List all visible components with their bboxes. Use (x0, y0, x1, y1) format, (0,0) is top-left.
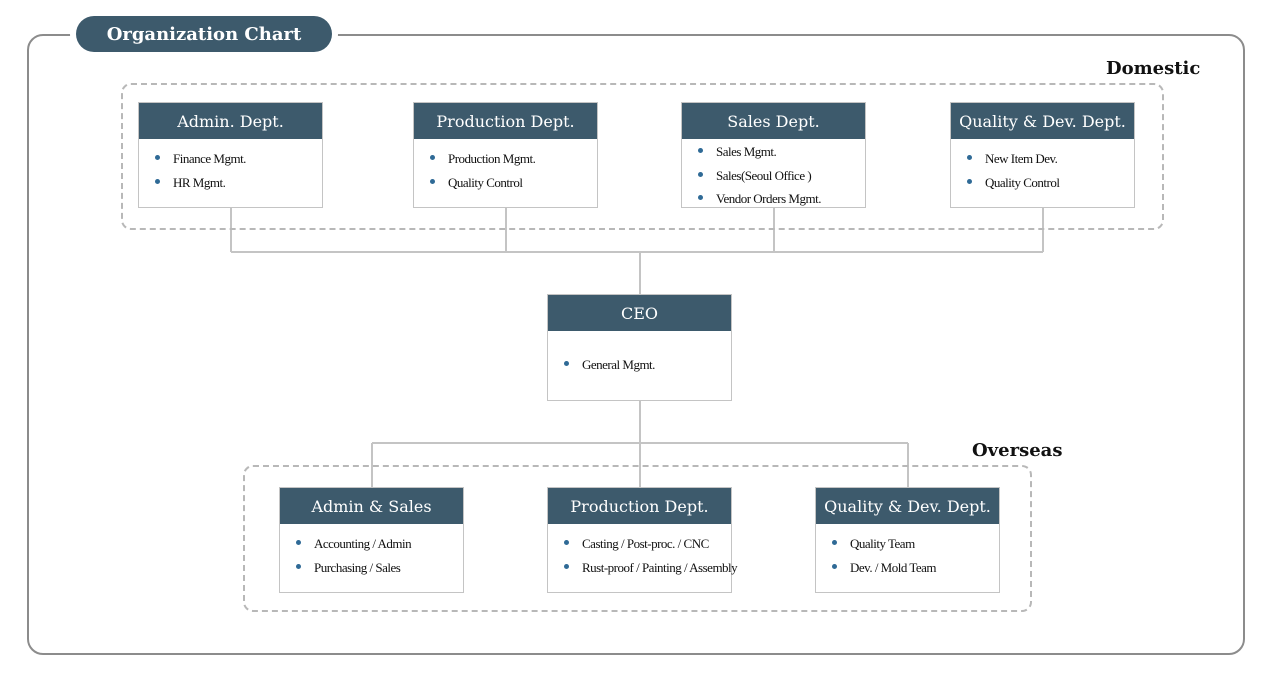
overseas-group (243, 465, 1032, 612)
dept-item: Quality Control (967, 171, 1134, 195)
domestic-group (121, 83, 1164, 230)
overseas-box-quality: Quality & Dev. Dept. Quality Team Dev. /… (815, 487, 1000, 593)
chart-frame (27, 34, 1245, 655)
dept-item: Dev. / Mold Team (832, 556, 999, 580)
dept-box-admin: Admin. Dept. Finance Mgmt. HR Mgmt. (138, 102, 323, 208)
dept-item: Quality Team (832, 532, 999, 556)
dept-title: Production Dept. (414, 103, 597, 139)
overseas-box-admin-sales: Admin & Sales Accounting / Admin Purchas… (279, 487, 464, 593)
dept-box-production: Production Dept. Production Mgmt. Qualit… (413, 102, 598, 208)
dept-item: Accounting / Admin (296, 532, 463, 556)
domestic-label: Domestic (1106, 58, 1201, 79)
dept-box-quality: Quality & Dev. Dept. New Item Dev. Quali… (950, 102, 1135, 208)
dept-item: Production Mgmt. (430, 147, 597, 171)
dept-title: Production Dept. (548, 488, 731, 524)
dept-item: Rust-proof / Painting / Assembly (564, 556, 738, 580)
dept-item: Finance Mgmt. (155, 147, 322, 171)
overseas-box-production: Production Dept. Casting / Post-proc. / … (547, 487, 738, 593)
overseas-label: Overseas (972, 440, 1063, 461)
dept-item: Sales Mgmt. (698, 140, 865, 164)
dept-item: Quality Control (430, 171, 597, 195)
dept-title: Quality & Dev. Dept. (951, 103, 1134, 139)
dept-item: Purchasing / Sales (296, 556, 463, 580)
dept-item: Sales(Seoul Office ) (698, 164, 865, 188)
dept-item: Casting / Post-proc. / CNC (564, 532, 731, 556)
ceo-item: General Mgmt. (564, 353, 731, 377)
dept-item: New Item Dev. (967, 147, 1134, 171)
ceo-title: CEO (548, 295, 731, 331)
dept-item: HR Mgmt. (155, 171, 322, 195)
page-title: Organization Chart (76, 16, 332, 52)
dept-title: Quality & Dev. Dept. (816, 488, 999, 524)
dept-box-sales: Sales Dept. Sales Mgmt. Sales(Seoul Offi… (681, 102, 866, 208)
dept-title: Admin. Dept. (139, 103, 322, 139)
dept-item: Vendor Orders Mgmt. (698, 187, 865, 211)
dept-title: Sales Dept. (682, 103, 865, 139)
dept-title: Admin & Sales (280, 488, 463, 524)
ceo-box: CEO General Mgmt. (547, 294, 732, 401)
